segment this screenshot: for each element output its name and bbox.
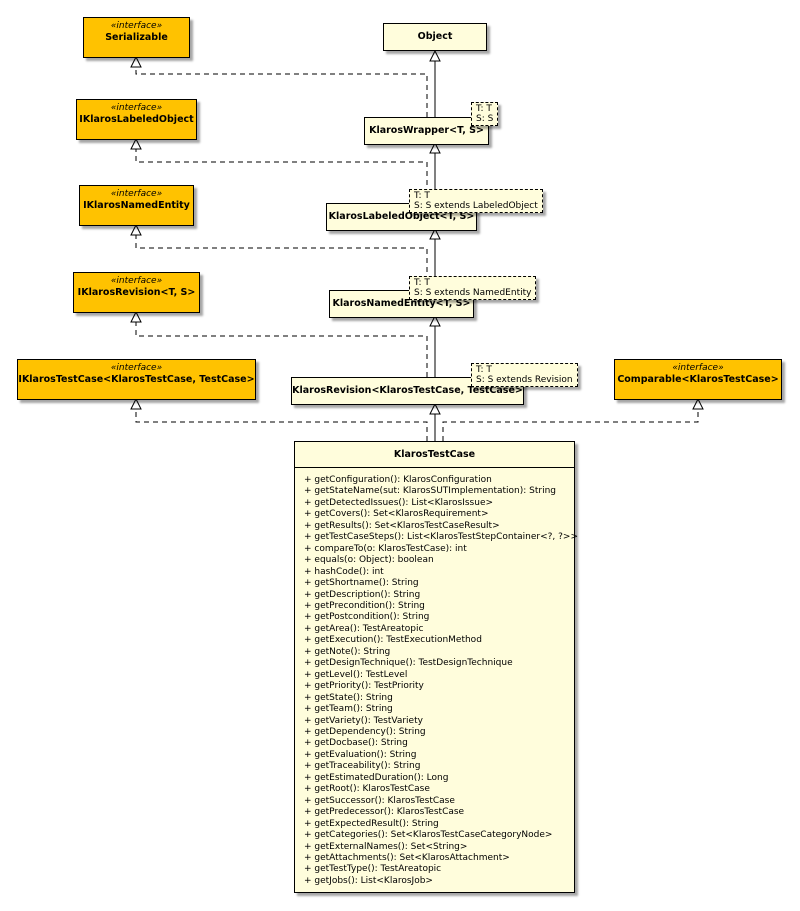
serializable-interface: «interface» Serializable: [83, 17, 190, 58]
method-item: + getAttachments(): Set<KlarosAttachment…: [304, 852, 510, 863]
realization-arrowhead: [130, 55, 142, 68]
class-name: KlarosLabeledObject<T, S>: [328, 211, 475, 222]
method-item: + getEstimatedDuration(): Long: [304, 772, 449, 783]
stereotype-label: «interface»: [110, 189, 163, 199]
method-item: + getExecution(): TestExecutionMethod: [304, 635, 482, 646]
interface-name: IKlarosRevision<T, S>: [77, 287, 196, 298]
realization-line: [135, 61, 428, 117]
method-item: + getNote(): String: [304, 646, 391, 657]
method-item: + getShortname(): String: [304, 578, 419, 589]
class-name: KlarosTestCase: [393, 448, 476, 460]
method-item: + getPredecessor(): KlarosTestCase: [304, 807, 465, 818]
method-item: + getVariety(): TestVariety: [304, 715, 423, 726]
template-param: T: T: [414, 278, 430, 288]
class-name: KlarosWrapper<T, S>: [369, 125, 484, 136]
realization-line: [135, 317, 428, 377]
method-item: + getRoot(): KlarosTestCase: [304, 784, 430, 795]
method-item: + getSuccessor(): KlarosTestCase: [304, 795, 455, 806]
klaroswrapper-class: KlarosWrapper<T, S>: [364, 117, 489, 145]
klarosrevision-template-params: T: T S: S extends Revision: [471, 363, 578, 387]
method-item: + getPriority(): TestPriority: [304, 681, 424, 692]
interface-name: Serializable: [105, 32, 168, 43]
method-item: + getTestCaseSteps(): List<KlarosTestSte…: [304, 532, 579, 543]
method-item: + getConfiguration(): KlarosConfiguratio…: [304, 475, 492, 485]
method-item: + getTestType(): TestAreatopic: [304, 864, 442, 875]
generalization-arrowhead: [429, 49, 441, 62]
method-item: + getCovers(): Set<KlarosRequirement>: [304, 509, 489, 520]
klarosnamedentity-template-params: T: T S: S extends NamedEntity: [409, 276, 537, 300]
stereotype-label: «interface»: [110, 363, 163, 373]
iklarosnamedentity-interface: «interface» IKlarosNamedEntity: [79, 185, 194, 226]
template-param: S: S extends LabeledObject: [414, 201, 538, 211]
method-item: + getJobs(): List<KlarosJob>: [304, 875, 433, 886]
class-name: Object: [417, 31, 453, 42]
method-item: + getResults(): Set<KlarosTestCaseResult…: [304, 520, 500, 531]
method-item: + getExternalNames(): Set<String>: [304, 841, 468, 852]
method-item: + compareTo(o: KlarosTestCase): int: [304, 543, 467, 554]
realization-line: [135, 404, 428, 441]
class-name: KlarosNamedEntity<T, S>: [332, 298, 471, 309]
method-item: + equals(o: Object): boolean: [304, 555, 434, 566]
iklarostestcase-interface: «interface» IKlarosTestCase<KlarosTestCa…: [17, 359, 256, 400]
klarostestcase-class: KlarosTestCase + getConfiguration(): Kla…: [294, 441, 579, 893]
method-item: + getDetectedIssues(): List<KlarosIssue>: [304, 497, 494, 508]
stereotype-label: «interface»: [110, 21, 163, 31]
method-item: + getLevel(): TestLevel: [304, 669, 408, 680]
realization-line: [135, 230, 428, 290]
method-item: + getDescription(): String: [304, 589, 421, 600]
method-list: + getConfiguration(): KlarosConfiguratio…: [295, 468, 579, 887]
realization-line: [135, 145, 428, 203]
template-param: S: S: [476, 114, 494, 124]
method-item: + getArea(): TestAreatopic: [304, 623, 424, 634]
method-item: + hashCode(): int: [304, 566, 384, 577]
method-item: + getStateName(sut: KlarosSUTImplementat…: [304, 486, 557, 497]
realization-arrowhead: [130, 223, 142, 236]
template-param: T: T: [476, 365, 492, 375]
realization-arrowhead: [130, 137, 142, 150]
method-item: + getCategories(): Set<KlarosTestCaseCat…: [304, 830, 553, 841]
interface-name: IKlarosLabeledObject: [79, 114, 194, 125]
method-item: + getEvaluation(): String: [304, 749, 417, 760]
stereotype-label: «interface»: [672, 363, 724, 373]
generalization-arrowhead: [429, 314, 441, 327]
method-item: + getPostcondition(): String: [304, 612, 430, 623]
method-item: + getPrecondition(): String: [304, 600, 425, 611]
interface-name: Comparable<KlarosTestCase>: [617, 374, 779, 385]
realization-arrowhead: [692, 397, 704, 410]
klaroslabeledobject-template-params: T: T S: S extends LabeledObject: [409, 189, 543, 213]
method-item: + getExpectedResult(): String: [304, 818, 439, 829]
object-class: Object: [383, 23, 487, 51]
interface-name: IKlarosNamedEntity: [83, 200, 190, 211]
method-item: + getTeam(): String: [304, 704, 393, 715]
iklaroslabeledobject-interface: «interface» IKlarosLabeledObject: [76, 99, 197, 140]
generalization-arrowhead: [429, 141, 441, 154]
klaroswrapper-template-params: T: T S: S: [471, 102, 499, 126]
template-param: T: T: [414, 191, 430, 201]
iklarosrevision-interface: «interface» IKlarosRevision<T, S>: [73, 272, 200, 313]
template-param: S: S extends Revision: [476, 375, 573, 385]
template-param: S: S extends NamedEntity: [414, 288, 532, 298]
realization-arrowhead: [130, 310, 142, 323]
method-item: + getDependency(): String: [304, 726, 426, 737]
class-name: KlarosRevision<KlarosTestCase, TestCase>: [292, 385, 523, 396]
template-param: T: T: [476, 104, 492, 114]
method-item: + getTraceability(): String: [304, 761, 421, 772]
method-item: + getDesignTechnique(): TestDesignTechni…: [304, 658, 513, 669]
class-header: KlarosTestCase: [295, 442, 574, 468]
realization-arrowhead: [130, 397, 142, 410]
stereotype-label: «interface»: [110, 276, 163, 286]
comparable-interface: «interface» Comparable<KlarosTestCase>: [614, 359, 782, 400]
method-item: + getDocbase(): String: [304, 738, 408, 749]
generalization-arrowhead: [429, 227, 441, 240]
generalization-arrowhead: [429, 402, 441, 415]
method-item: + getState(): String: [304, 692, 393, 703]
interface-name: IKlarosTestCase<KlarosTestCase, TestCase…: [18, 374, 255, 385]
realization-line: [442, 404, 699, 441]
stereotype-label: «interface»: [110, 103, 163, 113]
